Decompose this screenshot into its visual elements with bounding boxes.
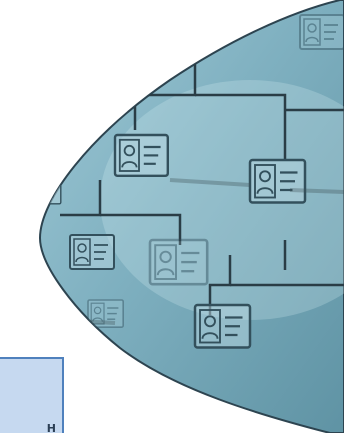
fragment-text: H (47, 422, 56, 433)
info-box: H (0, 357, 64, 433)
